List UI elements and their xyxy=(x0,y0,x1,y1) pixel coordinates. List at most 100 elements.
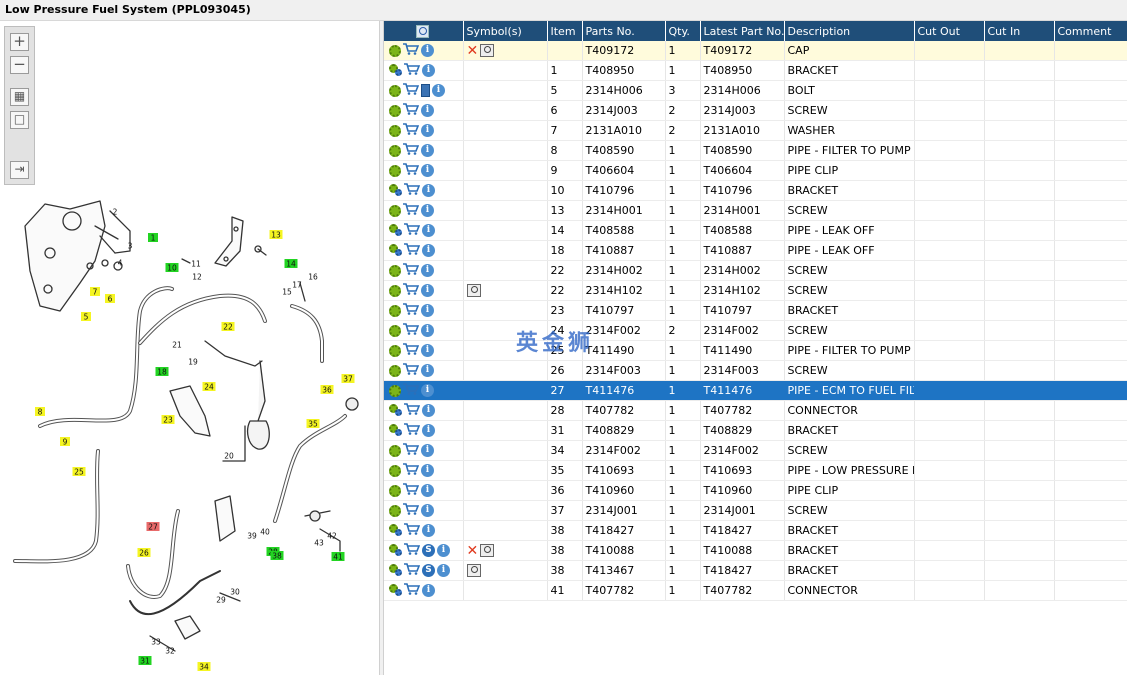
cart-icon[interactable] xyxy=(403,363,420,378)
info-icon[interactable]: i xyxy=(421,464,434,477)
header-col-parts-no[interactable]: Parts No. xyxy=(582,21,666,41)
info-icon[interactable]: i xyxy=(421,484,434,497)
info-icon[interactable]: i xyxy=(421,304,434,317)
gear-pair-icon[interactable] xyxy=(389,544,402,557)
gear-icon[interactable] xyxy=(389,284,401,297)
callout-13[interactable]: 13 xyxy=(269,230,283,240)
cart-icon[interactable] xyxy=(403,303,420,318)
gear-icon[interactable] xyxy=(389,124,401,137)
fit-view-button[interactable]: ▦ xyxy=(10,88,29,106)
callout-26[interactable]: 26 xyxy=(137,548,151,558)
callout-14[interactable]: 14 xyxy=(284,259,298,269)
gear-icon[interactable] xyxy=(389,344,401,357)
magnifier-icon[interactable] xyxy=(480,544,495,558)
info-icon[interactable]: i xyxy=(421,44,434,57)
header-col-qty[interactable]: Qty. xyxy=(665,21,701,41)
header-col-cut-in[interactable]: Cut In xyxy=(984,21,1055,41)
header-col-comment[interactable]: Comment xyxy=(1054,21,1127,41)
callout-37[interactable]: 37 xyxy=(341,374,355,384)
gear-icon[interactable] xyxy=(389,84,401,97)
gear-icon[interactable] xyxy=(389,464,401,477)
gear-icon[interactable] xyxy=(389,384,401,397)
callout-24[interactable]: 24 xyxy=(202,382,216,392)
cross-icon[interactable]: ✕ xyxy=(466,42,479,59)
info-icon[interactable]: i xyxy=(421,104,434,117)
callout-36[interactable]: 36 xyxy=(320,385,334,395)
cart-icon[interactable] xyxy=(404,223,421,238)
magnifier-icon[interactable] xyxy=(480,44,495,58)
cart-icon[interactable] xyxy=(403,263,420,278)
info-icon[interactable]: i xyxy=(421,204,434,217)
cart-icon[interactable] xyxy=(404,243,421,258)
export-button[interactable]: ⇥ xyxy=(10,161,29,179)
magnifier-icon[interactable] xyxy=(466,564,481,578)
info-icon[interactable]: i xyxy=(422,224,435,237)
gear-icon[interactable] xyxy=(389,204,401,217)
info-icon[interactable]: i xyxy=(421,324,434,337)
gear-pair-icon[interactable] xyxy=(389,584,402,597)
callout-35[interactable]: 35 xyxy=(306,419,320,429)
cart-icon[interactable] xyxy=(404,63,421,78)
gear-pair-icon[interactable] xyxy=(389,524,402,537)
gear-icon[interactable] xyxy=(389,164,401,177)
callout-10[interactable]: 10 xyxy=(165,263,179,273)
info-icon[interactable]: i xyxy=(421,124,434,137)
cart-icon[interactable] xyxy=(403,83,420,98)
actual-size-button[interactable]: □ xyxy=(10,111,29,129)
header-col-actions[interactable] xyxy=(384,21,464,41)
callout-6[interactable]: 6 xyxy=(105,294,115,304)
info-icon[interactable]: i xyxy=(422,404,435,417)
cart-icon[interactable] xyxy=(403,123,420,138)
cart-icon[interactable] xyxy=(403,503,420,518)
info-icon[interactable]: i xyxy=(421,504,434,517)
callout-23[interactable]: 23 xyxy=(161,415,175,425)
magnifier-icon[interactable] xyxy=(466,284,481,298)
cart-icon[interactable] xyxy=(403,443,420,458)
cart-icon[interactable] xyxy=(403,43,420,58)
callout-34[interactable]: 34 xyxy=(197,662,211,672)
cart-icon[interactable] xyxy=(403,163,420,178)
callout-31[interactable]: 31 xyxy=(138,656,152,666)
supersession-icon[interactable]: S xyxy=(422,544,435,557)
info-icon[interactable]: i xyxy=(437,544,450,557)
callout-41[interactable]: 41 xyxy=(331,552,345,562)
gear-pair-icon[interactable] xyxy=(389,64,402,77)
info-icon[interactable]: i xyxy=(422,64,435,77)
info-icon[interactable]: i xyxy=(421,284,434,297)
info-icon[interactable]: i xyxy=(422,524,435,537)
callout-38[interactable]: 38 xyxy=(270,551,284,561)
cart-icon[interactable] xyxy=(404,403,421,418)
callout-5[interactable]: 5 xyxy=(81,312,91,322)
book-icon[interactable] xyxy=(421,84,430,97)
zoom-out-button[interactable]: − xyxy=(10,56,29,74)
info-icon[interactable]: i xyxy=(421,144,434,157)
cart-icon[interactable] xyxy=(404,563,421,578)
cart-icon[interactable] xyxy=(403,143,420,158)
callout-8[interactable]: 8 xyxy=(35,407,45,417)
gear-icon[interactable] xyxy=(389,304,401,317)
panel-splitter[interactable] xyxy=(379,21,384,675)
gear-icon[interactable] xyxy=(389,144,401,157)
gear-icon[interactable] xyxy=(389,484,401,497)
gear-icon[interactable] xyxy=(389,364,401,377)
info-icon[interactable]: i xyxy=(421,364,434,377)
gear-icon[interactable] xyxy=(389,104,401,117)
info-icon[interactable]: i xyxy=(421,164,434,177)
gear-pair-icon[interactable] xyxy=(389,184,402,197)
